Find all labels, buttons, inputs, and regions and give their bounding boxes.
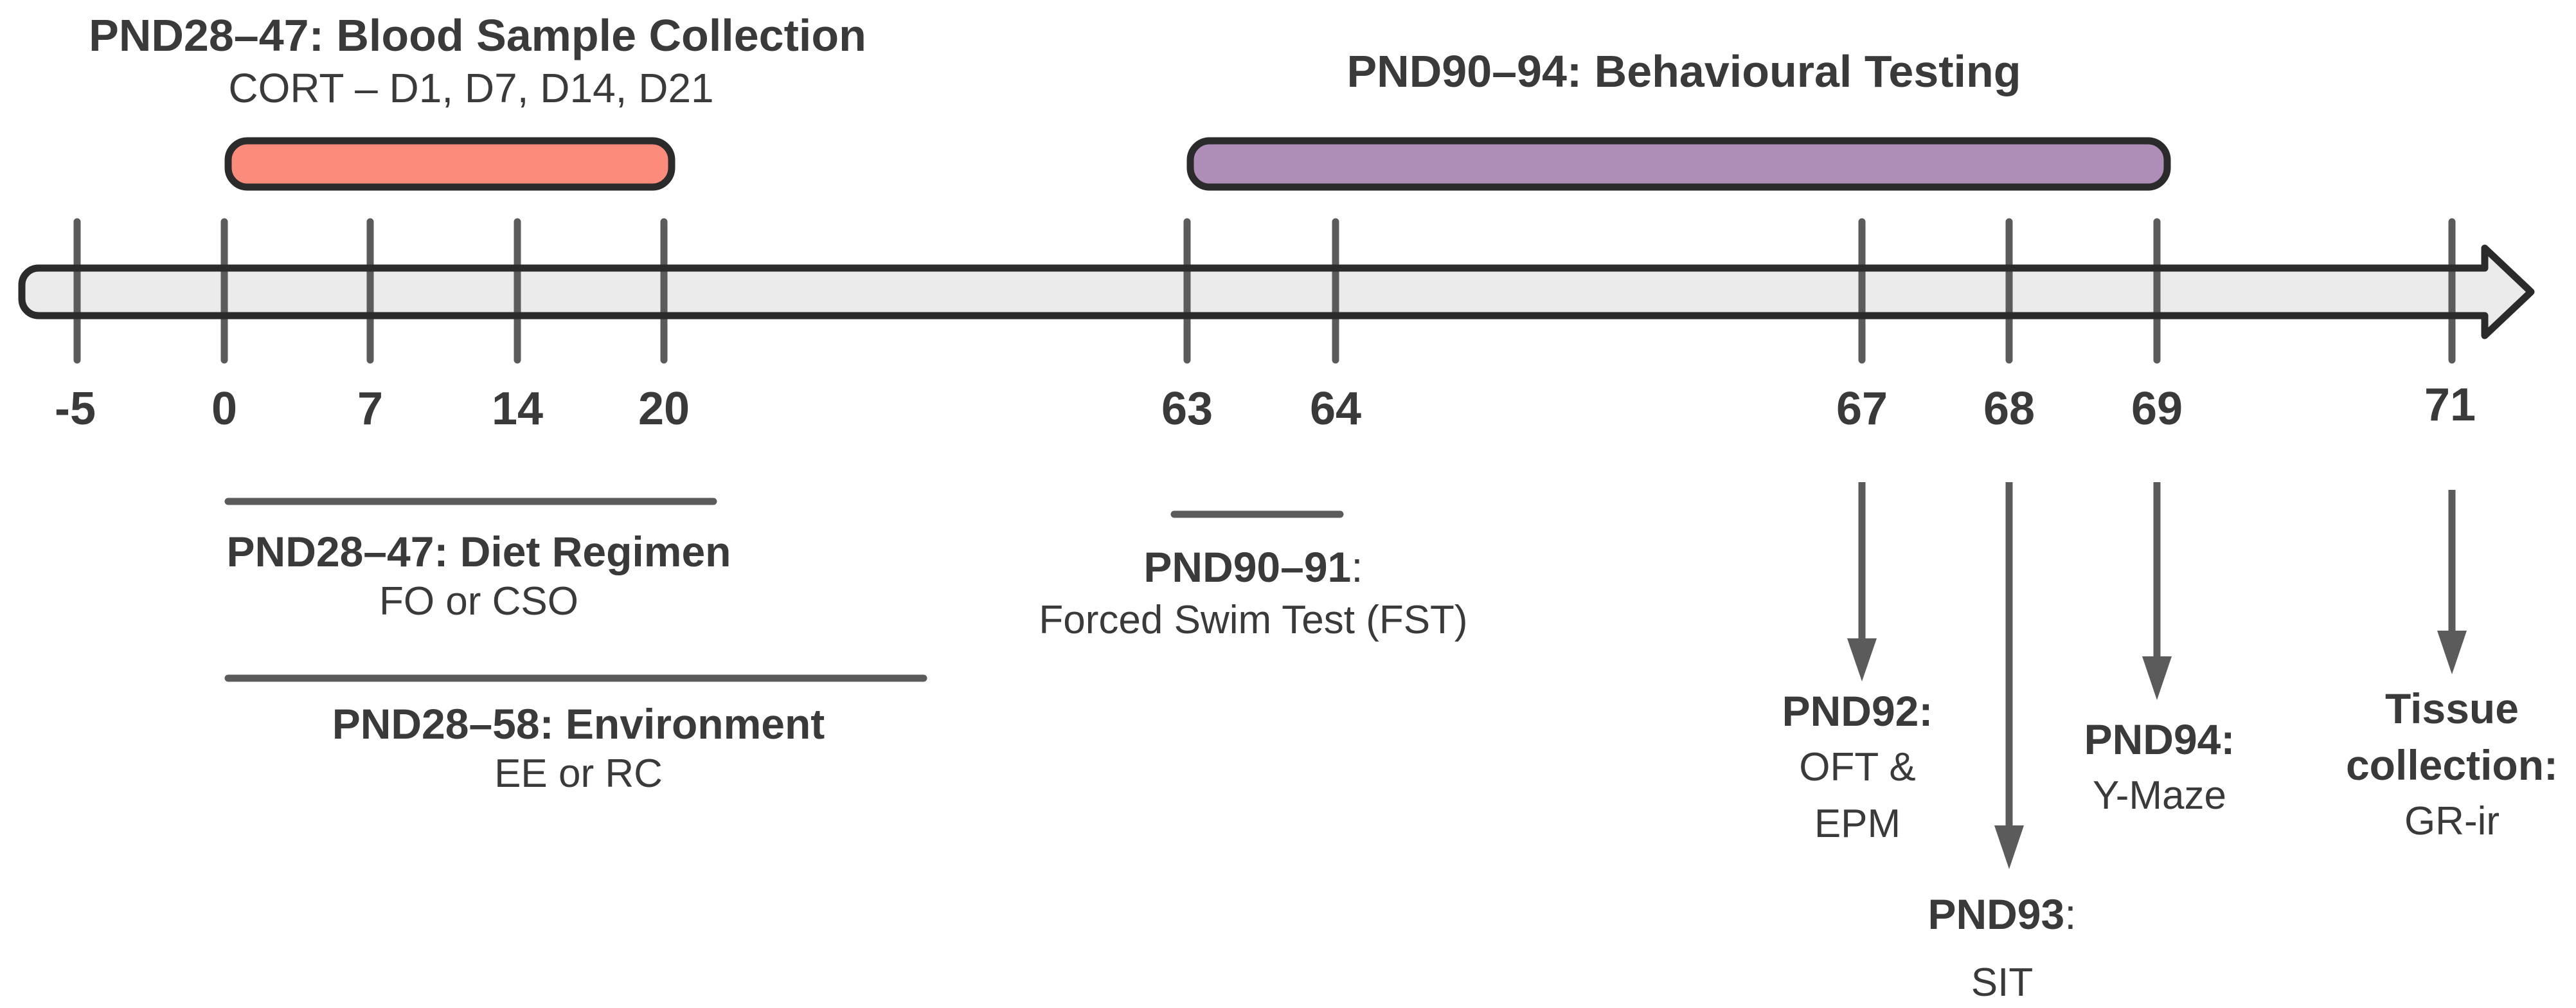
event-tissue-name-line: Tissue <box>2385 685 2519 732</box>
blood-sample-title: PND28–47: Blood Sample Collection <box>89 10 866 60</box>
fst-subtitle: Forced Swim Test (FST) <box>1039 598 1468 642</box>
event-tissue-collection: Tissue collection: GR-ir <box>2346 680 2558 850</box>
event-pnd93-name: PND93 <box>1928 890 2065 938</box>
behavioural-testing-period-bar <box>1186 137 2171 191</box>
arrowhead-icon <box>1847 638 1877 681</box>
arrowhead-icon <box>1994 825 2024 869</box>
tick-label-0: 0 <box>211 383 238 435</box>
event-pnd92-name: PND92: <box>1782 687 1933 735</box>
blood-sample-period-bar <box>224 137 675 191</box>
diet-regimen-subtitle: FO or CSO <box>379 579 579 624</box>
behavioural-testing-title: PND90–94: Behavioural Testing <box>1346 46 2021 96</box>
event-pnd94: PND94: Y-Maze <box>2084 711 2235 824</box>
tick-label-67: 67 <box>1836 383 1888 435</box>
arrow-down-pnd93 <box>1994 482 2024 869</box>
environment-title: PND28–58: Environment <box>332 700 825 748</box>
event-pnd93: PND93: SIT <box>1928 886 2076 1008</box>
tick-label-64: 64 <box>1309 383 1362 435</box>
event-pnd92: PND92: OFT & EPM <box>1782 683 1933 852</box>
tick-label-20: 20 <box>638 383 690 435</box>
arrowhead-icon <box>2142 656 2172 700</box>
event-tissue-name-line: collection: <box>2345 741 2559 789</box>
tick-label-68: 68 <box>1983 383 2035 435</box>
event-pnd93-detail: SIT <box>1971 960 2034 1005</box>
event-pnd92-detail: EPM <box>1814 802 1901 846</box>
arrowhead-icon <box>2437 631 2467 674</box>
fst-title-colon: : <box>1351 543 1363 591</box>
tick-label-minus5: -5 <box>54 383 96 435</box>
tick-label-63: 63 <box>1161 383 1213 435</box>
event-pnd93-colon: : <box>2064 890 2077 938</box>
environment-subtitle: EE or RC <box>494 752 663 796</box>
tick-label-69: 69 <box>2131 383 2183 435</box>
event-pnd93-name-line: PND93: <box>1928 886 2076 955</box>
event-pnd92-detail: OFT & <box>1799 745 1916 789</box>
tick-label-14: 14 <box>491 383 544 435</box>
tick-label-71: 71 <box>2424 379 2476 431</box>
arrow-down-pnd94 <box>2142 482 2172 700</box>
fst-title: PND90–91: <box>1143 543 1363 591</box>
event-pnd94-detail: Y-Maze <box>2093 773 2226 818</box>
blood-sample-subtitle: CORT – D1, D7, D14, D21 <box>228 65 714 111</box>
event-tissue-detail: GR-ir <box>2404 799 2500 843</box>
arrow-down-tissue-collection <box>2437 490 2467 674</box>
timeline-arrow-outline <box>18 244 2535 339</box>
fst-title-range: PND90–91 <box>1143 543 1352 591</box>
event-pnd94-name: PND94: <box>2084 716 2235 763</box>
arrow-down-pnd92 <box>1847 482 1877 681</box>
tick-label-7: 7 <box>357 383 384 435</box>
diet-regimen-title: PND28–47: Diet Regimen <box>226 528 731 575</box>
